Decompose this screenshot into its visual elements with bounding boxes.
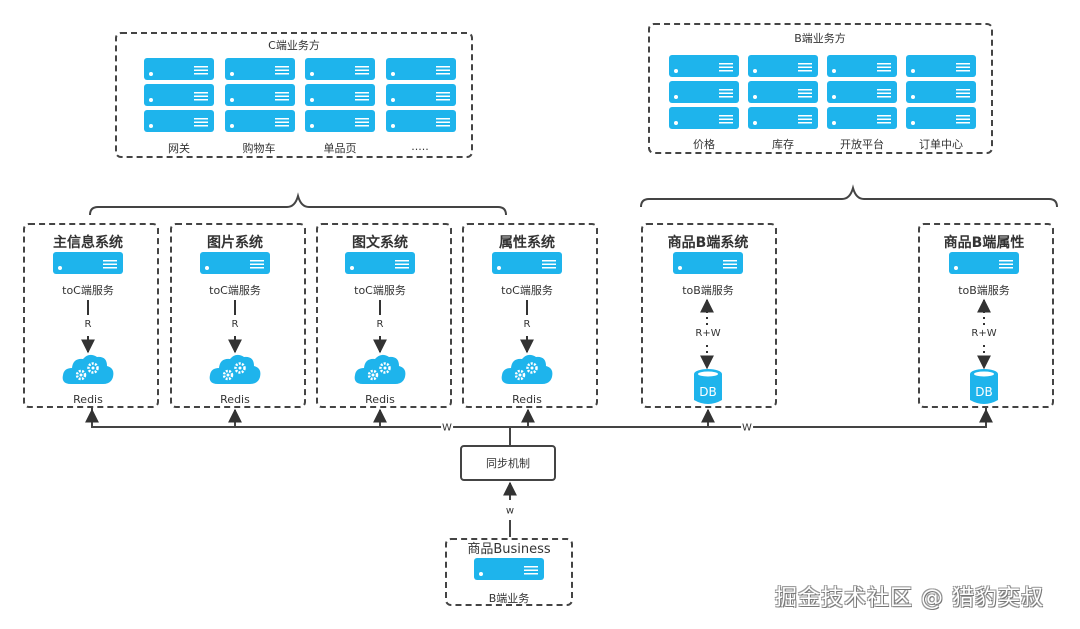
toc-system-title: 图文系统 — [352, 235, 408, 251]
server-icon — [305, 110, 375, 132]
server-icon — [345, 252, 415, 274]
toc-service-label: toC端服务 — [209, 284, 261, 297]
server-icon — [492, 252, 562, 274]
server-icon — [669, 55, 739, 77]
server-icon — [827, 55, 897, 77]
toc-service-label: toC端服务 — [62, 284, 114, 297]
server-icon — [200, 252, 270, 274]
toc-system-title: 图片系统 — [207, 235, 263, 251]
business-box — [445, 538, 573, 606]
server-icon — [144, 84, 214, 106]
business-service-label: B端业务 — [488, 592, 530, 605]
server-icon — [669, 81, 739, 103]
server-icon — [386, 110, 456, 132]
server-icon — [949, 252, 1019, 274]
c-side-col-label: 单品页 — [323, 142, 357, 155]
redis-label: Redis — [220, 393, 250, 406]
server-icon — [144, 110, 214, 132]
redis-cloud-icon — [208, 350, 262, 392]
toc-service-label: toC端服务 — [501, 284, 553, 297]
c-side-group — [115, 32, 473, 158]
server-icon — [906, 55, 976, 77]
b-side-col-label: 订单中心 — [919, 138, 963, 151]
b-side-col-label: 库存 — [772, 138, 794, 151]
b-side-brace — [640, 184, 1058, 208]
server-icon — [827, 107, 897, 129]
rw-edge-label: R+W — [695, 328, 721, 339]
svg-text:DB: DB — [975, 385, 992, 399]
toc-system-box — [316, 223, 452, 408]
redis-cloud-icon — [353, 350, 407, 392]
watermark: 掘金技术社区 @ 猎豹奕叔 — [775, 586, 1044, 611]
redis-label: Redis — [365, 393, 395, 406]
server-icon — [305, 58, 375, 80]
read-edge-label: R — [523, 319, 531, 330]
server-icon — [748, 81, 818, 103]
svg-text:DB: DB — [699, 385, 716, 399]
server-icon — [225, 84, 295, 106]
c-side-col-label: 购物车 — [242, 142, 276, 155]
redis-label: Redis — [512, 393, 542, 406]
server-icon — [748, 55, 818, 77]
server-icon — [144, 58, 214, 80]
c-side-title: C端业务方 — [268, 39, 320, 52]
sync-mechanism-label: 同步机制 — [486, 457, 530, 470]
read-edge-label: R — [84, 319, 92, 330]
server-icon — [474, 558, 544, 580]
bus-write-label: W — [441, 422, 453, 434]
tob-system-title: 商品B端系统 — [667, 235, 749, 251]
server-icon — [906, 81, 976, 103]
b-side-col-label: 开放平台 — [840, 138, 884, 151]
rw-edge-label: R+W — [971, 328, 997, 339]
sync-input-label: w — [504, 505, 516, 517]
business-title: 商品Business — [467, 542, 551, 557]
read-edge-label: R — [231, 319, 239, 330]
tob-system-title: 商品B端属性 — [943, 235, 1025, 251]
b-side-col-label: 价格 — [693, 138, 715, 151]
tob-service-label: toB端服务 — [682, 284, 734, 297]
sync-mechanism-box[interactable]: 同步机制 — [460, 445, 556, 481]
redis-label: Redis — [73, 393, 103, 406]
server-icon — [827, 81, 897, 103]
server-icon — [906, 107, 976, 129]
server-icon — [669, 107, 739, 129]
bus-write-label: W — [741, 422, 753, 434]
toc-system-box — [23, 223, 159, 408]
server-icon — [673, 252, 743, 274]
redis-cloud-icon — [500, 350, 554, 392]
b-side-title: B端业务方 — [794, 32, 846, 45]
server-icon — [225, 110, 295, 132]
server-icon — [386, 58, 456, 80]
c-side-col-label: 网关 — [168, 142, 190, 155]
c-side-brace — [89, 192, 507, 216]
tob-service-label: toB端服务 — [958, 284, 1010, 297]
b-side-group — [648, 23, 993, 154]
toc-system-title: 主信息系统 — [53, 235, 123, 251]
tob-system-box — [641, 223, 777, 408]
server-icon — [386, 84, 456, 106]
redis-cloud-icon — [61, 350, 115, 392]
server-icon — [305, 84, 375, 106]
toc-read-arrows — [81, 300, 534, 354]
tob-system-box — [918, 223, 1054, 408]
read-edge-label: R — [376, 319, 384, 330]
toc-service-label: toC端服务 — [354, 284, 406, 297]
c-side-col-label: ..... — [411, 140, 429, 153]
write-bus — [85, 408, 993, 537]
toc-system-box — [170, 223, 306, 408]
server-icon — [748, 107, 818, 129]
server-icon — [53, 252, 123, 274]
server-icon — [225, 58, 295, 80]
tob-rw-arrows — [700, 298, 991, 370]
database-icon: DB — [693, 368, 723, 410]
toc-system-title: 属性系统 — [499, 235, 555, 251]
database-icon: DB — [969, 368, 999, 410]
toc-system-box — [462, 223, 598, 408]
